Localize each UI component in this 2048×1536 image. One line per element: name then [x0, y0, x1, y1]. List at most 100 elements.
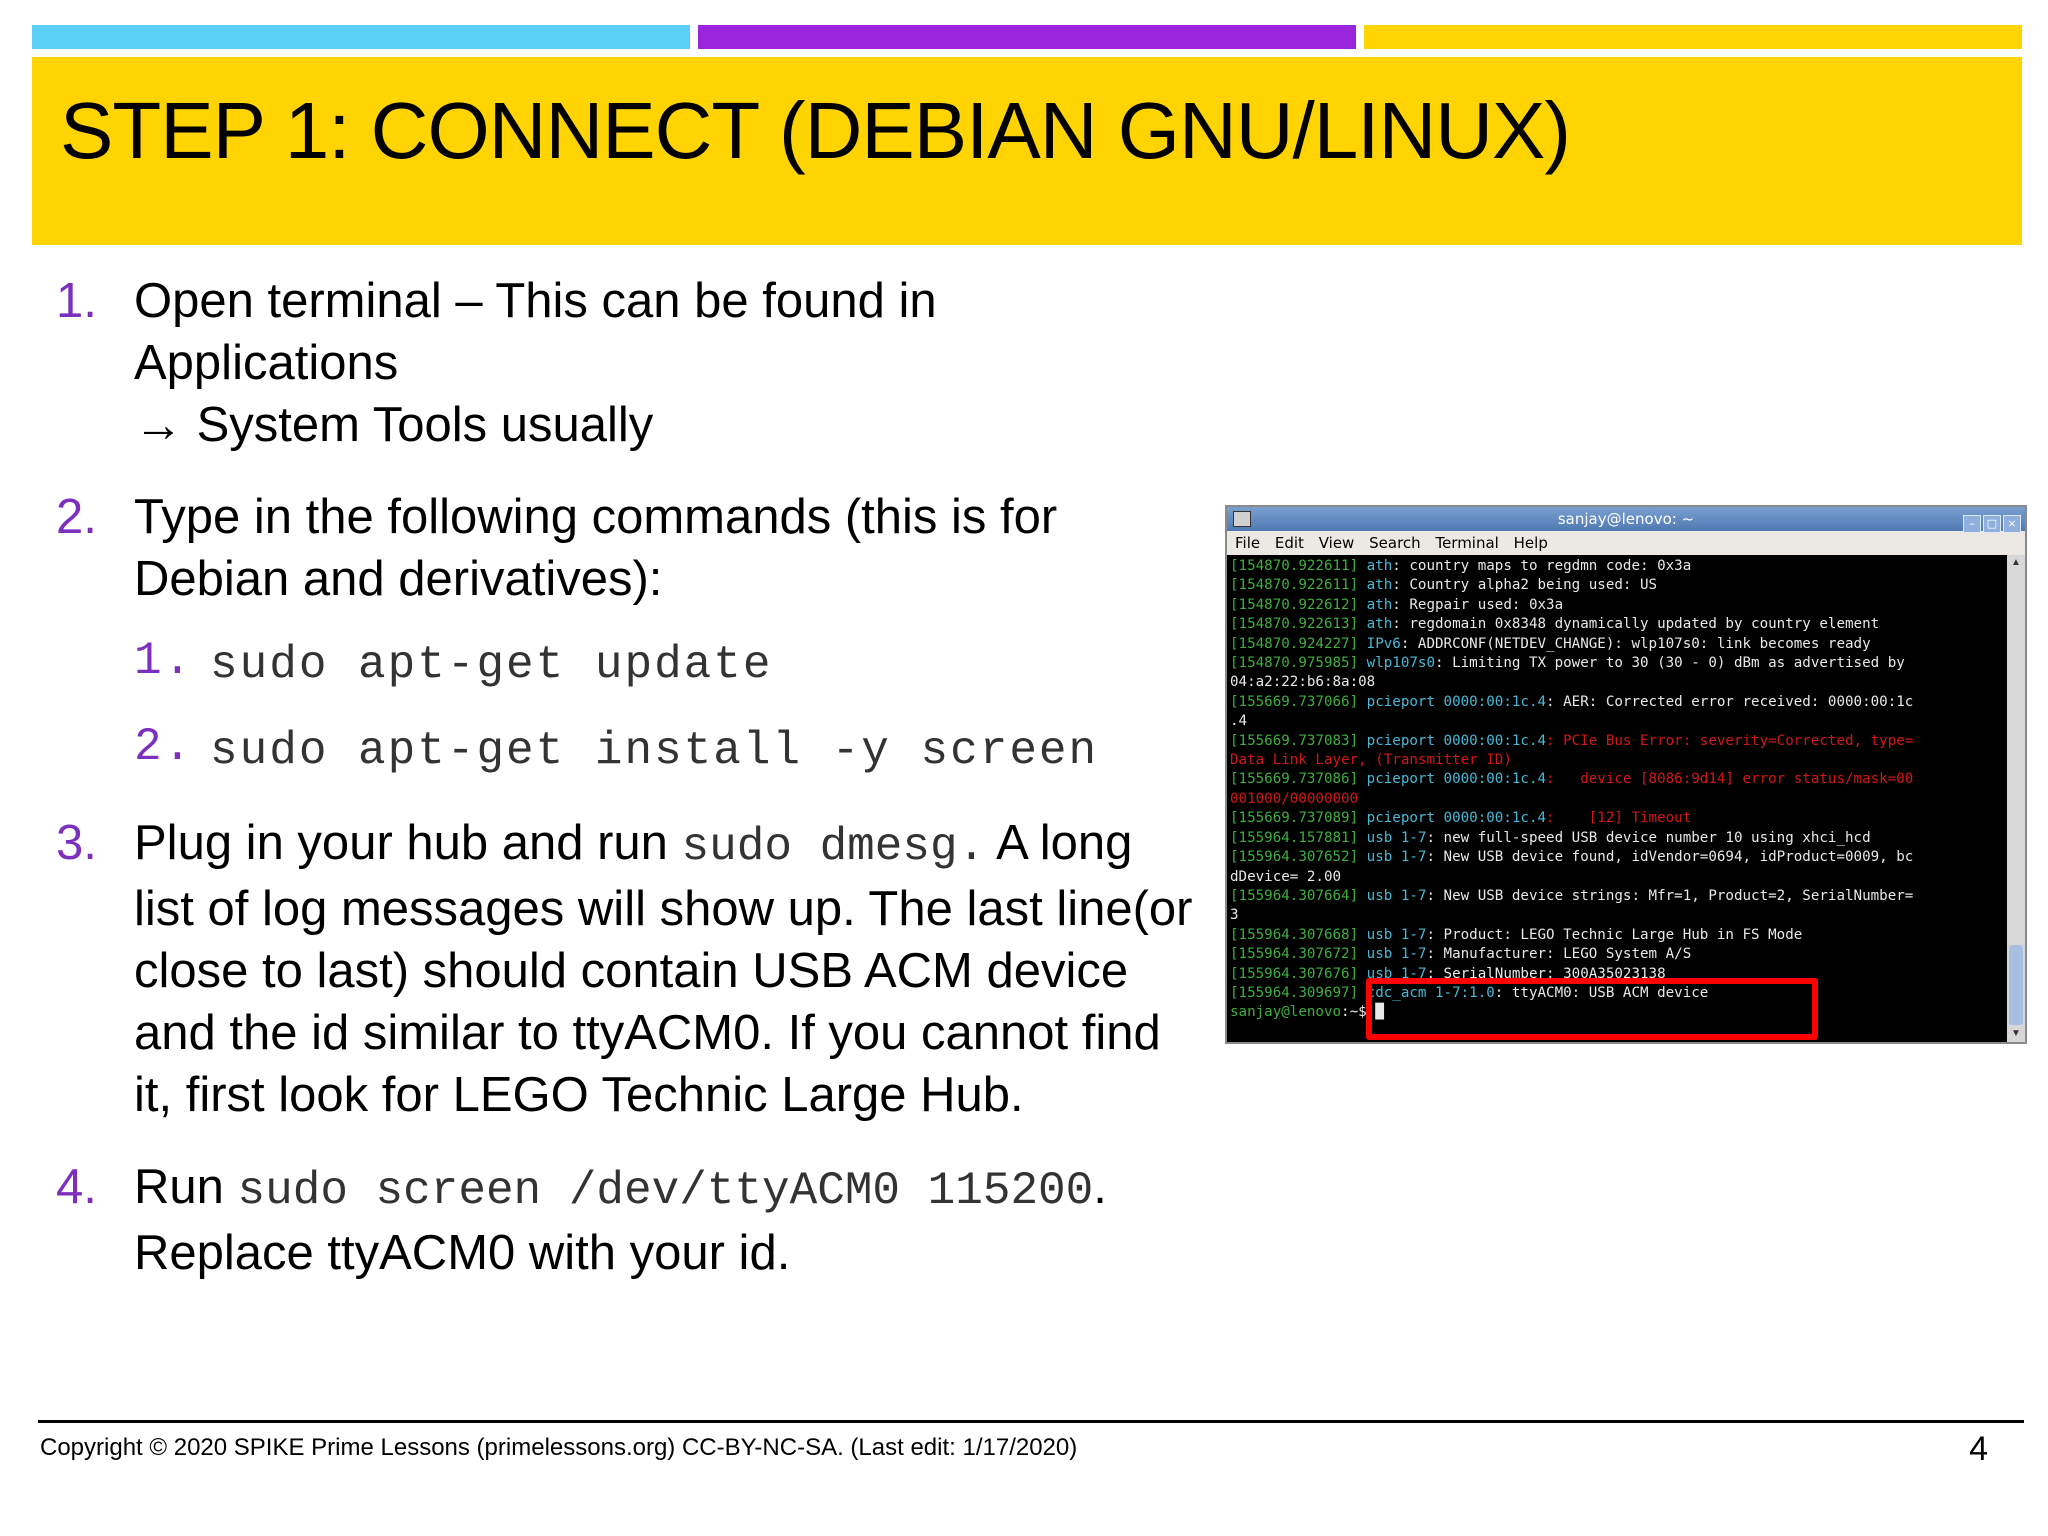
terminal-line: 04:a2:22:b6:8a:08 [1230, 673, 2004, 692]
log-timestamp: [154870.922612] [1230, 596, 1367, 613]
log-timestamp: [154870.922611] [1230, 558, 1367, 574]
menu-terminal: Terminal [1435, 534, 1499, 552]
step-text: Open terminal – This can be found in App… [134, 274, 937, 390]
log-timestamp: [155669.737089] [1230, 810, 1367, 827]
log-source: usb 1-7 [1366, 829, 1427, 846]
log-source: usb 1-7 [1366, 849, 1427, 866]
terminal-line: [154870.922612] ath: Regpair used: 0x3a [1230, 596, 2004, 615]
terminal-line: [155964.307672] usb 1-7: Manufacturer: L… [1230, 945, 2004, 964]
step-text: Type in the following commands (this is … [134, 490, 1058, 606]
log-timestamp: [154870.924227] [1230, 635, 1367, 652]
footer-divider [38, 1420, 2024, 1423]
terminal-line: [154870.922613] ath: regdomain 0x8348 dy… [1230, 615, 2004, 634]
log-message: : SerialNumber: 300A35023138 [1426, 965, 1666, 982]
log-message: : New USB device found, idVendor=0694, i… [1426, 849, 1914, 866]
terminal-titlebar: sanjay@lenovo: ~ –□× [1227, 507, 2025, 533]
inline-code: sudo dmesg. [681, 821, 986, 873]
menu-file: File [1235, 534, 1261, 552]
log-message: : ttyACM0: USB ACM device [1494, 984, 1709, 1001]
terminal-line: [155964.307668] usb 1-7: Product: LEGO T… [1230, 926, 2004, 945]
log-message: : PCIe Bus Error: severity=Corrected, ty… [1546, 732, 1914, 749]
log-message: : regdomain 0x8348 dynamically updated b… [1392, 616, 1880, 633]
log-message: : device [8086:9d14] error status/mask=0… [1546, 771, 1914, 788]
highlight-box [1366, 978, 1818, 1040]
scroll-down-icon: ▼ [2011, 1028, 2021, 1039]
accent-bar-blue [32, 25, 690, 49]
log-timestamp: [155964.157881] [1230, 829, 1367, 846]
log-timestamp: [155964.307676] [1230, 965, 1367, 982]
log-message: 001000/00000000 [1230, 790, 1359, 807]
log-message: : Product: LEGO Technic Large Hub in FS … [1426, 926, 1803, 943]
log-source: sanjay@lenovo [1230, 1004, 1342, 1021]
terminal-line: [154870.922611] ath: country maps to reg… [1230, 557, 2004, 576]
terminal-line: .4 [1230, 712, 2004, 731]
command-2: 2. sudo apt-get install -y screen [134, 716, 1196, 782]
log-message: : AER: Corrected error received: 0000:00… [1546, 693, 1914, 710]
log-timestamp: [155964.307668] [1230, 926, 1367, 943]
step-text-cont: System Tools usually [183, 398, 654, 452]
copyright-text: Copyright © 2020 SPIKE Prime Lessons (pr… [40, 1434, 1078, 1461]
scroll-up-icon: ▲ [2011, 557, 2021, 568]
log-timestamp: [155964.307652] [1230, 849, 1367, 866]
log-source: pcieport 0000:00:1c.4 [1366, 693, 1547, 710]
step-text-cont: . Replace ttyACM0 with your id. [134, 1160, 1107, 1280]
terminal-output: [154870.922611] ath: country maps to reg… [1227, 555, 2007, 1042]
terminal-line: [155964.307652] usb 1-7: New USB device … [1230, 848, 2004, 867]
log-source: IPv6 [1366, 635, 1401, 652]
log-timestamp: [154870.922611] [1230, 577, 1367, 594]
command-text: sudo apt-get update [210, 639, 773, 691]
menu-help: Help [1513, 534, 1548, 552]
step-text-cont: A long list of log messages will show up… [134, 816, 1193, 1122]
log-message: :~$ █ [1341, 1004, 1384, 1021]
log-source: pcieport 0000:00:1c.4 [1366, 771, 1547, 788]
log-source: ath [1366, 616, 1393, 633]
arrow-icon: → [134, 398, 183, 452]
log-source: usb 1-7 [1366, 946, 1427, 963]
terminal-scrollbar: ▲ ▼ [2007, 555, 2025, 1042]
log-source: ath [1366, 577, 1393, 594]
terminal-line: [155669.737089] pcieport 0000:00:1c.4: [… [1230, 809, 2004, 828]
terminal-line: dDevice= 2.00 [1230, 868, 2004, 887]
command-number: 2. [134, 721, 194, 773]
inline-code: sudo screen /dev/ttyACM0 115200 [237, 1165, 1094, 1217]
log-source: usb 1-7 [1366, 887, 1427, 904]
terminal-line: Data Link Layer, (Transmitter ID) [1230, 751, 2004, 770]
log-timestamp: [155669.737066] [1230, 693, 1367, 710]
step-2: 2. Type in the following commands (this … [56, 486, 1196, 782]
log-message: : Regpair used: 0x3a [1392, 596, 1564, 613]
terminal-line: [155964.309697] cdc_acm 1-7:1.0: ttyACM0… [1230, 984, 2004, 1003]
log-timestamp: [155964.309697] [1230, 984, 1367, 1001]
command-number: 1. [134, 635, 194, 687]
menu-search: Search [1369, 534, 1421, 552]
step-number: 4. [56, 1160, 97, 1214]
log-message: Data Link Layer, (Transmitter ID) [1230, 752, 1512, 769]
log-message: : [12] Timeout [1546, 810, 1692, 827]
log-source: usb 1-7 [1366, 926, 1427, 943]
step-number: 2. [56, 490, 97, 544]
log-source: ath [1366, 558, 1393, 574]
menu-view: View [1318, 534, 1355, 552]
log-message: : Manufacturer: LEGO System A/S [1426, 946, 1692, 963]
log-timestamp: [155964.307664] [1230, 887, 1367, 904]
log-timestamp: [154870.922613] [1230, 616, 1367, 633]
terminal-line: [155964.157881] usb 1-7: new full-speed … [1230, 829, 2004, 848]
accent-bar-yellow [1364, 25, 2022, 49]
scroll-thumb [2009, 945, 2023, 1025]
terminal-line: [154870.975985] wlp107s0: Limiting TX po… [1230, 654, 2004, 673]
page-number: 4 [1969, 1430, 1988, 1468]
step-1: 1. Open terminal – This can be found in … [56, 270, 1196, 456]
log-message: 3 [1230, 907, 1239, 924]
log-source: wlp107s0 [1366, 655, 1436, 672]
log-source: pcieport 0000:00:1c.4 [1366, 732, 1547, 749]
log-message: : Limiting TX power to 30 (30 - 0) dBm a… [1435, 655, 1905, 672]
command-1: 1. sudo apt-get update [134, 630, 1196, 696]
step-4: 4. Run sudo screen /dev/ttyACM0 115200. … [56, 1156, 1196, 1284]
terminal-line: [155669.737086] pcieport 0000:00:1c.4: d… [1230, 770, 2004, 789]
terminal-screenshot: sanjay@lenovo: ~ –□× File Edit View Sear… [1225, 505, 2027, 1044]
terminal-line: 001000/00000000 [1230, 790, 2004, 809]
maximize-icon: □ [1983, 515, 2001, 533]
step-number: 1. [56, 274, 97, 328]
step-3: 3. Plug in your hub and run sudo dmesg. … [56, 812, 1196, 1126]
log-source: ath [1366, 596, 1393, 613]
slide-title: STEP 1: CONNECT (DEBIAN GNU/LINUX) [60, 86, 1571, 175]
